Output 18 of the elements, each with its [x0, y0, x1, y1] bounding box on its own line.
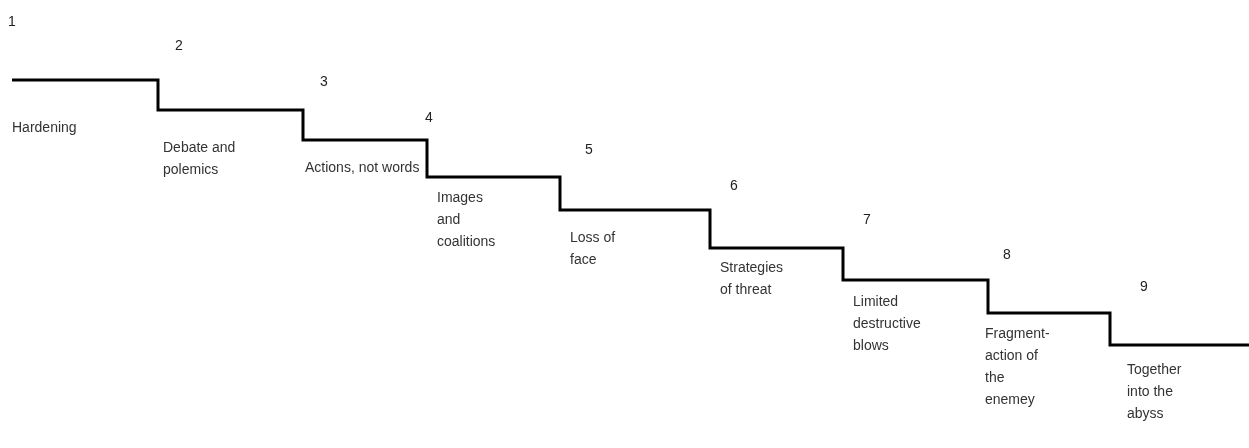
- step-label: Hardening: [12, 118, 78, 137]
- step-number: 3: [320, 72, 328, 90]
- step-number: 6: [730, 176, 738, 194]
- step-number: 8: [1003, 245, 1011, 263]
- step-label: Images and coalitions: [437, 188, 497, 251]
- step-label: Actions, not words: [305, 158, 420, 177]
- step-label: Limited destructive blows: [853, 292, 922, 355]
- step-number: 1: [8, 12, 16, 30]
- step-number: 9: [1140, 277, 1148, 295]
- step-label: Fragment-action of the enemey: [985, 324, 1050, 409]
- step-label: Together into the abyss: [1127, 360, 1183, 423]
- step-label: Loss of face: [570, 228, 617, 269]
- step-number: 4: [425, 108, 433, 126]
- step-label: Strategies of threat: [720, 258, 785, 299]
- step-label: Debate and polemics: [163, 138, 237, 179]
- step-number: 7: [863, 210, 871, 228]
- step-number: 5: [585, 140, 593, 158]
- step-number: 2: [175, 36, 183, 54]
